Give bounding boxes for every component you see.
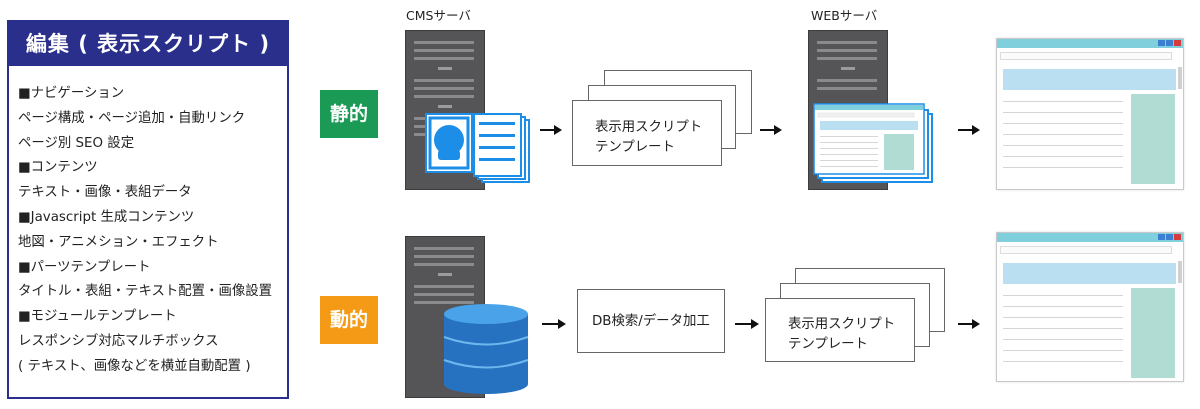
db-process-box: DB検索/データ加工 [577,289,725,353]
list-item: ページ別 SEO 設定 [18,135,135,151]
list-item: ■ナビゲーション [18,86,125,101]
cms-server-caption: CMSサーバ [406,8,471,23]
dynamic-label: 動的 [320,296,378,344]
template-line1: 表示用スクリプト [595,120,703,135]
list-item: ■パーツテンプレート [18,259,151,275]
edit-panel: 編集 ( 表示スクリプト ) ■ナビゲーション ページ構成・ページ追加・自動リン… [7,20,289,399]
edit-panel-title: 編集 ( 表示スクリプト ) [9,22,287,66]
template-box: 表示用スクリプト テンプレート [572,100,722,166]
list-item: ■コンテンツ [18,160,98,176]
template-line2: テンプレート [595,140,675,155]
list-item: 地図・アニメション・エフェクト [18,234,219,250]
browser-window-icon [996,232,1184,382]
browser-window-icon [996,38,1184,190]
browser-window-icon [812,102,936,184]
person-icon [434,125,464,160]
static-label: 静的 [320,90,378,138]
db-process-text: DB検索/データ加工 [592,314,710,329]
template-box: 表示用スクリプト テンプレート [765,298,915,362]
database-icon [440,302,532,396]
list-item: ■モジュールテンプレート [18,309,177,325]
template-line2: テンプレート [788,337,868,352]
template-line1: 表示用スクリプト [788,317,896,332]
document-stack [424,112,532,186]
list-item: ( テキスト、画像などを横並自動配置 ) [18,358,251,374]
document-icon [425,113,530,183]
list-item: テキスト・画像・表組データ [18,185,192,201]
web-server-caption: WEBサーバ [811,8,878,23]
list-item: ページ構成・ページ追加・自動リンク [18,110,246,126]
list-item: ■Javascript 生成コンテンツ [18,209,195,225]
list-item: レスポンシブ対応マルチボックス [18,333,219,349]
list-item: タイトル・表組・テキスト配置・画像設置 [18,284,273,300]
edit-panel-list: ■ナビゲーション ページ構成・ページ追加・自動リンク ページ別 SEO 設定 ■… [18,82,288,380]
